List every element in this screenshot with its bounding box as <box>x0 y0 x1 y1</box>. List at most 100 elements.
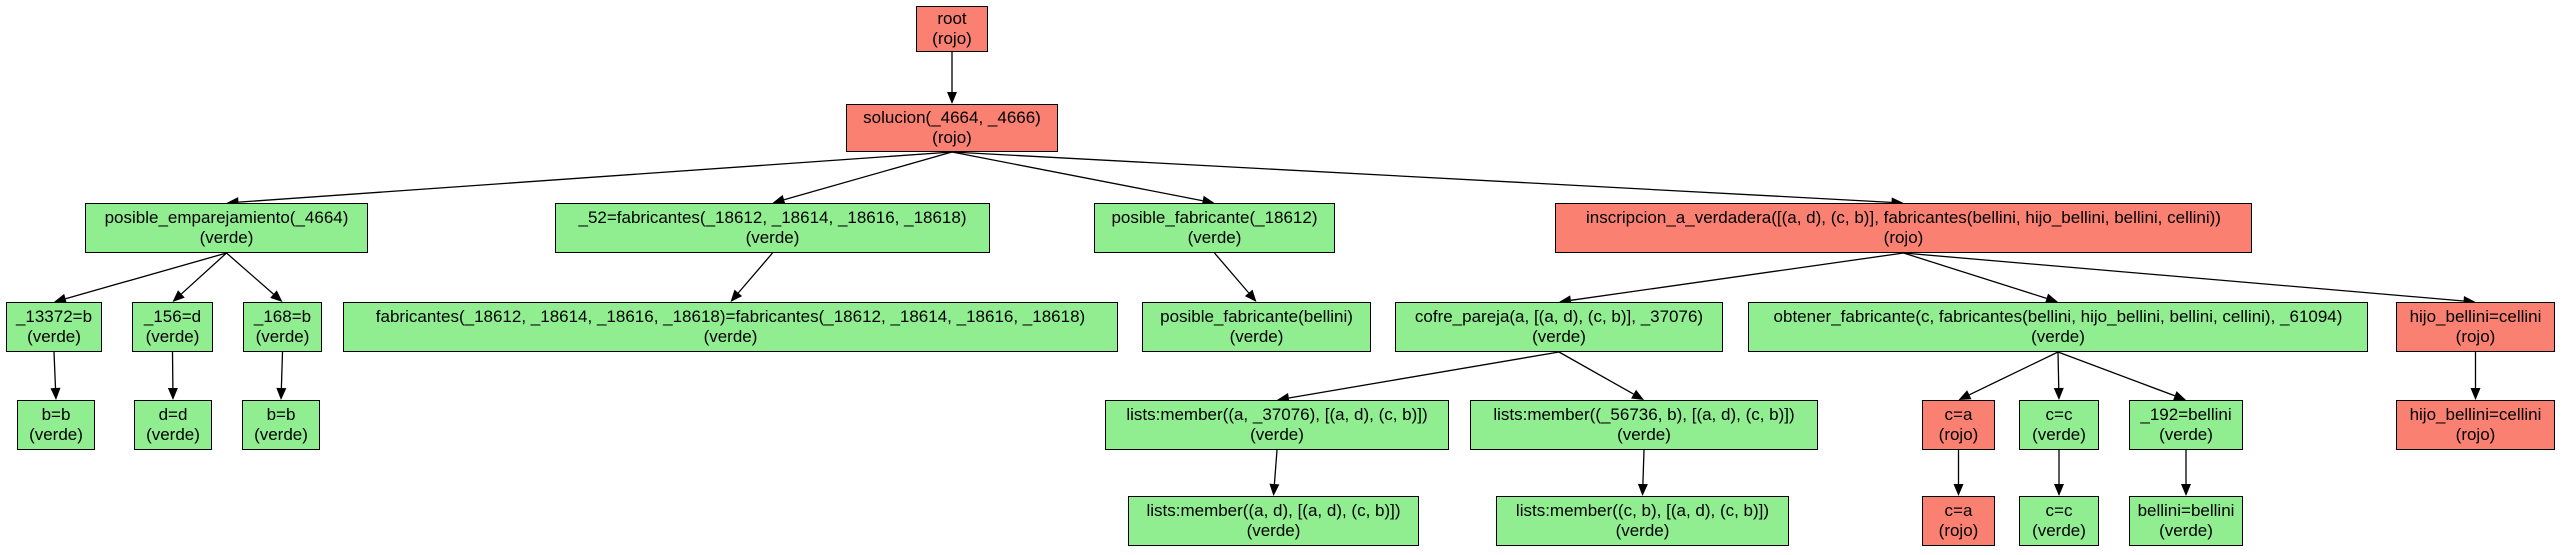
node-label: b=b <box>41 405 71 424</box>
tree-edge <box>1288 351 1560 399</box>
node-status: (verde) <box>1532 327 1586 346</box>
tree-edge <box>1214 252 1250 294</box>
tree-node-13372-b[interactable]: _13372=b(verde) <box>6 302 102 352</box>
node-label: lists:member((_56736, b), [(a, d), (c, b… <box>1493 405 1795 424</box>
node-status: (verde) <box>145 327 200 346</box>
tree-node-member-56736-b[interactable]: lists:member((_56736, b), [(a, d), (c, b… <box>1470 400 1818 450</box>
tree-node-hijo-bellini-cellini[interactable]: hijo_bellini=cellini(rojo) <box>2396 302 2555 352</box>
edge-arrowhead <box>2470 388 2481 400</box>
tree-node-c-eq-c[interactable]: c=c(verde) <box>2019 400 2099 450</box>
node-status: (rojo) <box>932 29 972 48</box>
node-status: (rojo) <box>1938 425 1979 444</box>
tree-node-c-eq-c-leaf[interactable]: c=c(verde) <box>2019 496 2099 546</box>
edge-arrowhead <box>50 387 61 400</box>
node-status: (verde) <box>199 228 254 247</box>
node-status: (verde) <box>27 327 81 346</box>
node-status: (rojo) <box>1883 228 1924 247</box>
node-label: cofre_pareja(a, [(a, d), (c, b)], _37076… <box>1414 307 1704 326</box>
node-status: (rojo) <box>1938 521 1979 540</box>
edge-arrowhead <box>1958 390 1972 400</box>
node-label: lists:member((c, b), [(a, d), (c, b)]) <box>1515 501 1770 520</box>
node-status: (verde) <box>1246 521 1301 540</box>
tree-node-posible-emparejamiento[interactable]: posible_emparejamiento(_4664)(verde) <box>85 203 368 253</box>
node-label: lists:member((a, _37076), [(a, d), (c, b… <box>1126 405 1428 424</box>
node-status: (verde) <box>745 228 800 247</box>
tree-node-fabricantes-assign[interactable]: _52=fabricantes(_18612, _18614, _18616, … <box>555 203 990 253</box>
edge-arrowhead <box>1244 289 1257 302</box>
node-status: (verde) <box>2032 425 2086 444</box>
tree-node-c-eq-a-leaf[interactable]: c=a(rojo) <box>1922 496 1995 546</box>
tree-edge <box>1273 449 1278 485</box>
tree-edge <box>280 351 284 389</box>
node-status: (verde) <box>2031 327 2085 346</box>
node-label: obtener_fabricante(c, fabricantes(bellin… <box>1773 307 2343 326</box>
node-status: (verde) <box>146 425 200 444</box>
node-label: d=d <box>158 405 188 424</box>
tree-node-156-d[interactable]: _156=d(verde) <box>132 302 213 352</box>
edge-arrowhead <box>772 194 786 205</box>
edge-arrowhead <box>1269 483 1280 496</box>
node-label: fabricantes(_18612, _18614, _18616, _186… <box>375 307 1086 326</box>
node-status: (verde) <box>1615 521 1670 540</box>
tree-node-inscripcion[interactable]: inscripcion_a_verdadera([(a, d), (c, b)]… <box>1555 203 2252 253</box>
tree-node-fabricantes-unify[interactable]: fabricantes(_18612, _18614, _18616, _186… <box>343 302 1118 352</box>
node-label: _168=b <box>253 307 312 326</box>
node-label: c=c <box>2045 501 2073 520</box>
node-label: b=b <box>266 405 296 424</box>
node-label: hijo_bellini=cellini <box>2409 307 2542 326</box>
edge-arrowhead <box>1631 389 1644 400</box>
tree-node-member-a-d[interactable]: lists:member((a, d), [(a, d), (c, b)])(v… <box>1128 496 1419 546</box>
tree-node-d-eq-d[interactable]: d=d(verde) <box>134 400 212 450</box>
tree-node-solucion[interactable]: solucion(_4664, _4666)(rojo) <box>846 104 1058 152</box>
node-label: _192=bellini <box>2140 405 2232 424</box>
node-label: posible_fabricante(_18612) <box>1111 208 1318 227</box>
node-label: hijo_bellini=cellini <box>2409 405 2542 424</box>
node-status: (verde) <box>29 425 83 444</box>
tree-edge <box>1570 252 1904 301</box>
tree-node-c-eq-a[interactable]: c=a(rojo) <box>1922 400 1995 450</box>
tree-node-posible-fabricante-bellini[interactable]: posible_fabricante(bellini)(verde) <box>1142 302 1371 352</box>
node-status: (rojo) <box>2455 425 2496 444</box>
node-status: (verde) <box>2159 425 2213 444</box>
tree-edge <box>1642 449 1645 485</box>
tree-node-posible-fabricante[interactable]: posible_fabricante(_18612)(verde) <box>1094 203 1335 253</box>
tree-node-cofre-pareja[interactable]: cofre_pareja(a, [(a, d), (c, b)], _37076… <box>1395 302 1723 352</box>
edge-arrowhead <box>172 290 185 302</box>
tree-node-obtener-fabricante[interactable]: obtener_fabricante(c, fabricantes(bellin… <box>1748 302 2368 352</box>
tree-node-root[interactable]: root(rojo) <box>916 6 988 52</box>
tree-edge <box>951 151 1892 204</box>
tree-edge <box>1558 351 1634 395</box>
tree-node-192-bellini[interactable]: _192=bellini(verde) <box>2129 400 2243 450</box>
node-label: c=a <box>1944 501 1973 520</box>
edge-arrowhead <box>730 289 743 302</box>
tree-node-member-a-37076[interactable]: lists:member((a, _37076), [(a, d), (c, b… <box>1105 400 1449 450</box>
node-label: _52=fabricantes(_18612, _18614, _18616, … <box>578 208 967 227</box>
node-label: c=c <box>2045 405 2073 424</box>
tree-node-b-eq-b[interactable]: b=b(verde) <box>242 400 320 450</box>
tree-edge <box>783 151 953 201</box>
edge-arrowhead <box>54 293 67 304</box>
node-status: (verde) <box>2159 521 2213 540</box>
tree-edge <box>951 151 1203 202</box>
edge-arrowhead <box>167 387 178 400</box>
node-status: (verde) <box>254 425 308 444</box>
tree-node-hijo-bellini-cellini-leaf[interactable]: hijo_bellini=cellini(rojo) <box>2396 400 2555 450</box>
tree-edge <box>2057 351 2060 389</box>
edge-arrowhead <box>2173 391 2186 401</box>
tree-node-b-eq-b[interactable]: b=b(verde) <box>17 400 95 450</box>
tree-node-member-c-b[interactable]: lists:member((c, b), [(a, d), (c, b)])(v… <box>1496 496 1789 546</box>
node-label: bellini=bellini <box>2137 501 2235 520</box>
tree-edge <box>1903 252 2047 299</box>
tree-node-bellini-eq-bellini[interactable]: bellini=bellini(verde) <box>2129 496 2243 546</box>
node-status: (rojo) <box>2455 327 2496 346</box>
edge-arrowhead <box>1953 484 1964 496</box>
edge-arrowhead <box>270 290 283 302</box>
edge-arrowhead <box>947 92 957 104</box>
node-status: (verde) <box>1250 425 1304 444</box>
tree-edge <box>737 252 773 294</box>
tree-edge <box>53 351 57 389</box>
node-label: c=a <box>1944 405 1973 424</box>
tree-node-168-b[interactable]: _168=b(verde) <box>243 302 322 352</box>
